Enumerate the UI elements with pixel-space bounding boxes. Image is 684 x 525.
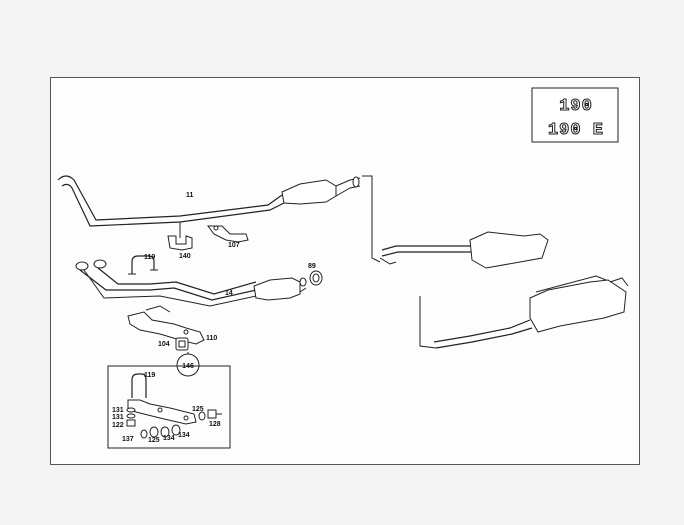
bracket-140 [167,222,193,251]
part-label-107: 107 [228,242,240,249]
part-label-134-b: 134 [178,432,190,439]
hanger-119-top [128,255,158,275]
front-pipe-14 [75,259,307,307]
part-label-140: 140 [179,253,191,260]
rear-muffler [419,275,629,349]
part-label-119-top: 119 [144,254,155,261]
part-label-110: 110 [206,335,217,342]
part-label-14: 14 [225,290,233,297]
part-label-125-b: 125 [192,406,204,413]
part-label-104: 104 [158,341,170,348]
model-badge: 190 190 E [531,87,619,143]
part-label-137: 137 [122,436,134,443]
bracket-110 [127,305,205,345]
part-label-125-a: 125 [148,437,160,444]
part-label-131-b: 131 [112,414,124,421]
part-label-119-kit: 119 [144,372,155,379]
part-label-11: 11 [186,192,194,199]
bracket-107 [207,225,249,243]
bracket-104 [175,337,189,351]
part-labels: 11 89 119 140 107 14 110 104 146 119 131… [112,192,316,444]
part-label-89: 89 [308,263,316,270]
front-pipe-11 [57,175,361,227]
part-label-122: 122 [112,422,124,429]
badge-line1: 190 [559,97,593,116]
part-label-146: 146 [182,363,194,370]
part-label-134-a: 134 [163,435,175,442]
part-label-128: 128 [209,421,221,428]
kit-146 [107,352,231,449]
middle-muffler [362,175,549,269]
clamp-89 [309,270,323,286]
badge-line2: 190 E [548,121,604,140]
part-label-131-a: 131 [112,407,124,414]
